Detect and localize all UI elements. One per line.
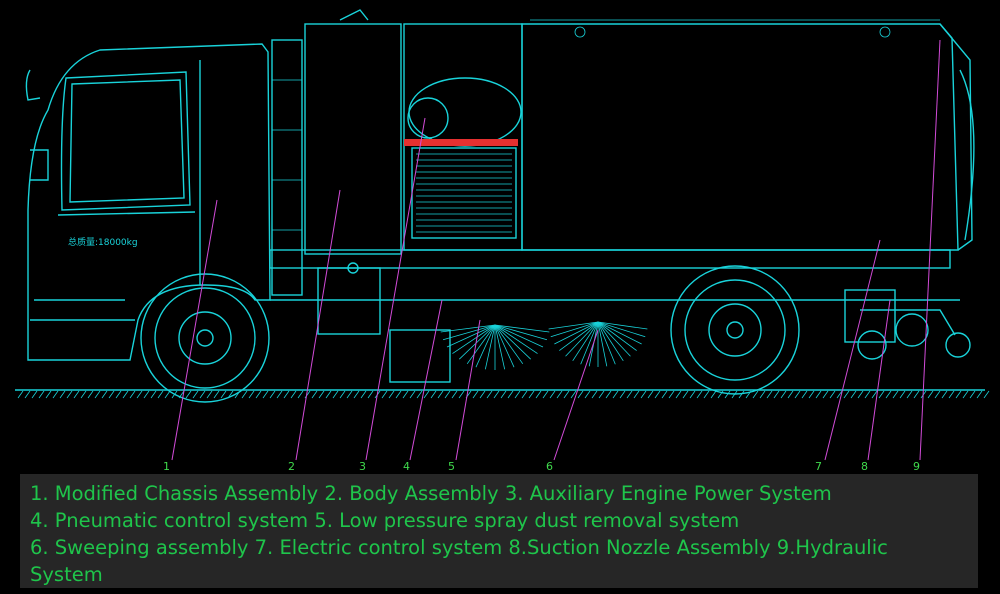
part-number-1: 1 bbox=[163, 460, 170, 470]
side-brush-right bbox=[548, 321, 648, 367]
hopper-body bbox=[521, 19, 975, 251]
sweeper-truck-drawing: 总质量:18000kg bbox=[15, 9, 990, 470]
chassis-frame bbox=[269, 249, 960, 383]
front-wheel bbox=[140, 273, 270, 403]
part-number-2: 2 bbox=[288, 460, 295, 470]
water-tank bbox=[304, 9, 402, 335]
part-number-7: 7 bbox=[815, 460, 822, 470]
legend-line-4: System bbox=[30, 563, 103, 586]
part-number-6: 6 bbox=[546, 460, 553, 470]
part-number-5: 5 bbox=[448, 460, 455, 470]
cab bbox=[25, 43, 271, 361]
ladder bbox=[271, 39, 303, 296]
legend-line-2: 4. Pneumatic control system 5. Low press… bbox=[30, 509, 740, 532]
ground-line bbox=[15, 389, 990, 399]
part-number-3: 3 bbox=[359, 460, 366, 470]
part-number-8: 8 bbox=[861, 460, 868, 470]
legend-line-1: 1. Modified Chassis Assembly 2. Body Ass… bbox=[30, 482, 832, 505]
part-number-4: 4 bbox=[403, 460, 410, 470]
red-beam bbox=[404, 139, 518, 146]
part-number-labels: 1 2 3 4 5 6 7 8 9 bbox=[163, 460, 920, 470]
vehicle-weight-text: 总质量:18000kg bbox=[68, 236, 138, 248]
rear-wheel bbox=[670, 265, 800, 395]
legend-panel: 1. Modified Chassis Assembly 2. Body Ass… bbox=[20, 474, 978, 588]
leader-lines bbox=[171, 39, 941, 461]
side-brush-left bbox=[440, 324, 550, 370]
part-number-9: 9 bbox=[913, 460, 920, 470]
suction-nozzle bbox=[857, 309, 971, 360]
legend-line-3: 6. Sweeping assembly 7. Electric control… bbox=[30, 536, 888, 559]
